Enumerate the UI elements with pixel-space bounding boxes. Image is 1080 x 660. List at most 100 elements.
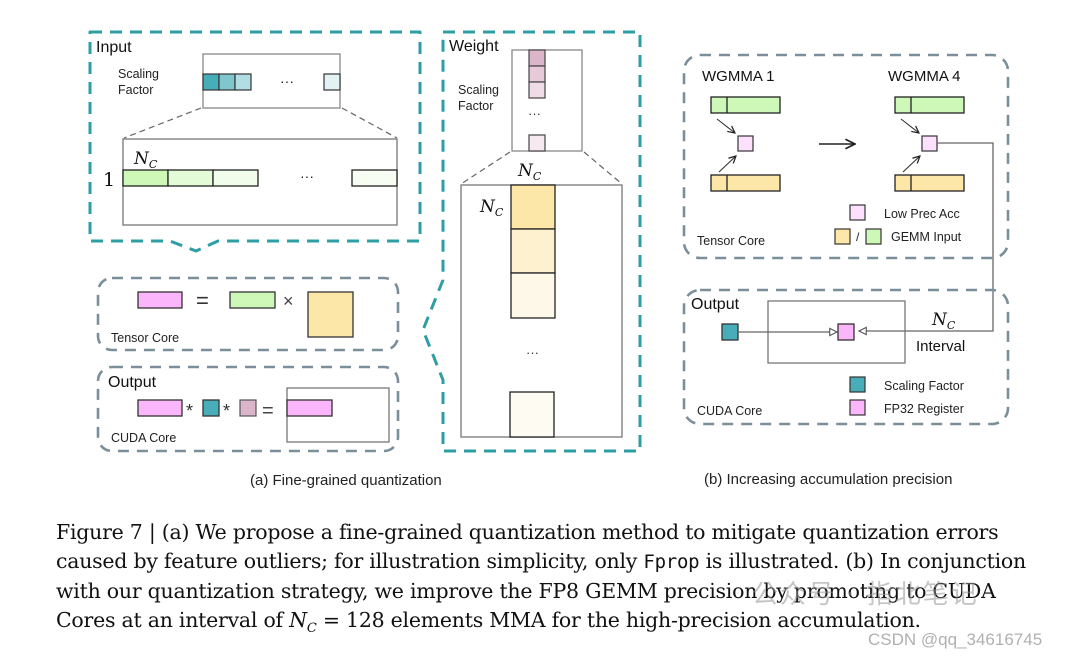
input-scale-ellipsis: ··· bbox=[280, 73, 294, 89]
caption-line-4: Cores at an interval of NC = 128 element… bbox=[56, 606, 1056, 643]
output-a-border bbox=[96, 365, 400, 453]
input-scaling-label: Scaling bbox=[118, 67, 159, 81]
caption-text: Cores at an interval of bbox=[56, 608, 290, 632]
input-block-3 bbox=[212, 169, 259, 187]
weight-scaling-label: Scaling bbox=[458, 83, 499, 97]
wgmma1-yellow-input bbox=[710, 174, 781, 192]
legend-scaling-label: Scaling Factor bbox=[884, 379, 964, 393]
promotion-connector bbox=[859, 142, 994, 331]
tensor-core-b-label: Tensor Core bbox=[697, 234, 765, 248]
caption-text: = 128 elements MMA for the high-precisio… bbox=[316, 608, 921, 632]
weight-nc-top: NC bbox=[517, 161, 542, 183]
legend-scaling-swatch bbox=[849, 376, 866, 393]
weight-scale-cell-3 bbox=[528, 81, 546, 99]
weight-scale-ellipsis: ··· bbox=[528, 106, 541, 121]
tensor-core-a-label: Tensor Core bbox=[111, 331, 179, 345]
legend-slash: / bbox=[856, 230, 860, 244]
weight-title: Weight bbox=[449, 38, 499, 55]
weight-block-2 bbox=[510, 228, 556, 274]
caption-line-2: caused by feature outliers; for illustra… bbox=[56, 547, 1056, 577]
weight-zoom-line-left bbox=[460, 151, 511, 185]
weight-block-1 bbox=[510, 184, 556, 230]
weight-region-border bbox=[421, 30, 642, 453]
interval-nc-label: NC bbox=[931, 310, 956, 332]
wgmma-1-label: WGMMA 1 bbox=[702, 68, 775, 85]
tc-output-block bbox=[137, 291, 183, 309]
out-star-2: * bbox=[223, 401, 230, 421]
legend-green-swatch bbox=[865, 228, 882, 245]
wgmma-4-label: WGMMA 4 bbox=[888, 68, 961, 85]
interval-label: Interval bbox=[916, 338, 965, 355]
input-scaling-label-2: Factor bbox=[118, 83, 153, 97]
wgmma4-arrow-bottom bbox=[902, 156, 920, 173]
cuda-core-b-border bbox=[682, 288, 1010, 426]
wgmma4-low-prec-acc bbox=[921, 135, 938, 152]
input-nc-label: NC bbox=[133, 149, 158, 171]
input-scale-cell-1 bbox=[202, 73, 220, 91]
input-zoom-line-left bbox=[123, 107, 202, 139]
weight-scaling-container bbox=[511, 49, 583, 152]
caption-line-1: Figure 7 | (a) We propose a fine-grained… bbox=[56, 520, 999, 544]
legend-low-prec-swatch bbox=[849, 204, 866, 221]
input-block-1 bbox=[122, 169, 169, 187]
out-input-scale bbox=[202, 399, 220, 417]
wgmma1-arrow-bottom bbox=[718, 156, 736, 173]
subcaption-b: (b) Increasing accumulation precision bbox=[704, 471, 952, 488]
weight-scale-cell-last bbox=[528, 134, 546, 152]
weight-block-3 bbox=[510, 272, 556, 319]
cuda-fp32-register bbox=[837, 323, 855, 341]
wechat-watermark: 公众号 · 指北笔记 bbox=[752, 580, 979, 610]
wgmma1-arrow-top bbox=[716, 118, 735, 133]
wgmma4-green-input bbox=[894, 96, 965, 114]
input-block-ellipsis: ··· bbox=[300, 168, 314, 184]
out-result-block bbox=[286, 399, 333, 417]
figure-diagram: Input Scaling Factor ··· NC 1 ··· = × Te… bbox=[88, 30, 1010, 489]
tensor-core-a-border bbox=[96, 276, 400, 352]
subcaption-a: (a) Fine-grained quantization bbox=[250, 472, 442, 489]
out-star-1: * bbox=[186, 401, 193, 421]
wgmma1-green-input bbox=[710, 96, 781, 114]
caption-line-3: with our quantization strategy, we impro… bbox=[56, 579, 996, 603]
weight-scaling-label-2: Factor bbox=[458, 99, 493, 113]
caption-text: caused by feature outliers; for illustra… bbox=[56, 549, 644, 573]
input-block-last bbox=[351, 169, 398, 187]
weight-block-ellipsis: ··· bbox=[526, 345, 539, 360]
weight-zoom-line-right bbox=[583, 151, 623, 185]
caption-code-fprop: Fprop bbox=[643, 551, 700, 573]
tc-weight-block bbox=[307, 291, 354, 338]
cuda-scaling-factor bbox=[721, 323, 739, 341]
input-title: Input bbox=[96, 39, 132, 56]
wgmma4-arrow-top bbox=[900, 118, 919, 133]
caption-text: is illustrated. (b) In conjunction bbox=[699, 549, 1027, 573]
weight-block-last bbox=[509, 391, 555, 438]
input-block-2 bbox=[167, 169, 214, 187]
weight-scale-cell-1 bbox=[528, 49, 546, 67]
tc-input-block bbox=[229, 291, 276, 309]
legend-yellow-swatch bbox=[834, 228, 851, 245]
tc-equals: = bbox=[196, 288, 209, 313]
tc-times: × bbox=[283, 291, 294, 311]
csdn-watermark: CSDN @qq_34616745 bbox=[868, 630, 1043, 649]
tensor-core-b-border bbox=[682, 53, 1010, 260]
figure-caption: Figure 7 | (a) We propose a fine-grained… bbox=[56, 518, 1056, 643]
weight-scale-cell-2 bbox=[528, 65, 546, 83]
wgmma4-yellow-input bbox=[894, 174, 965, 192]
legend-low-prec-label: Low Prec Acc bbox=[884, 207, 960, 221]
out-equals: = bbox=[262, 400, 274, 422]
input-zoom-line-right bbox=[341, 107, 398, 139]
out-weight-scale bbox=[239, 399, 257, 417]
weight-nc-left: NC bbox=[479, 197, 504, 219]
output-a-title: Output bbox=[108, 374, 157, 391]
out-acc-block bbox=[137, 399, 183, 417]
output-a-label: CUDA Core bbox=[111, 431, 176, 445]
legend-fp32-label: FP32 Register bbox=[884, 402, 964, 416]
legend-gemm-input-label: GEMM Input bbox=[891, 230, 962, 244]
wgmma1-low-prec-acc bbox=[737, 135, 754, 152]
output-b-title: Output bbox=[691, 296, 740, 313]
legend-fp32-swatch bbox=[849, 399, 866, 416]
caption-nc: NC bbox=[289, 608, 317, 637]
input-scale-cell-last bbox=[323, 73, 341, 91]
input-scale-cell-2 bbox=[218, 73, 236, 91]
cuda-core-b-label: CUDA Core bbox=[697, 404, 762, 418]
input-row-label: 1 bbox=[103, 169, 115, 191]
